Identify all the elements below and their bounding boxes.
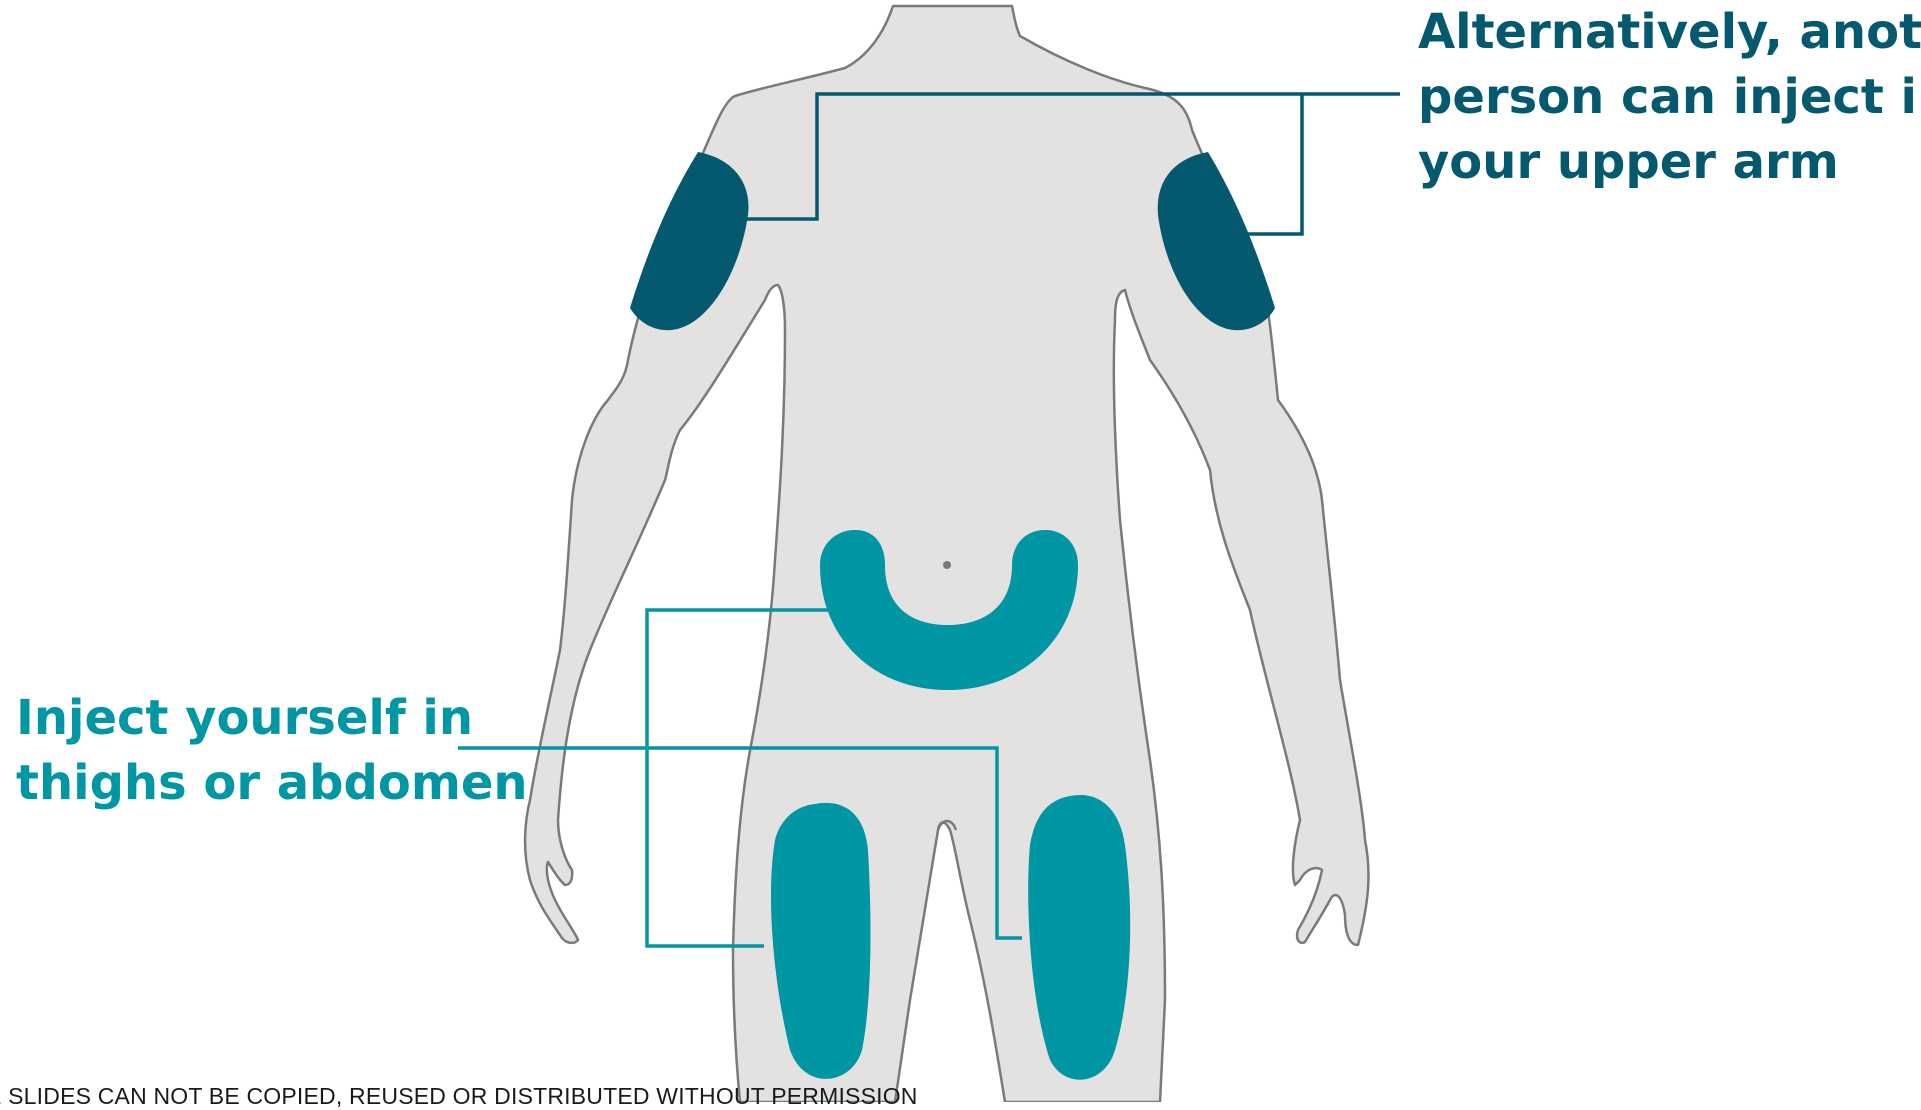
upper-arm-callout-line-3: your upper arm (1418, 130, 1921, 195)
upper-arm-callout-line-2: person can inject in (1418, 65, 1921, 130)
self-callout-line-1: Inject yourself in (16, 686, 528, 751)
copyright-footer: E SLIDES CAN NOT BE COPIED, REUSED OR DI… (0, 1083, 918, 1110)
navel (943, 561, 951, 569)
self-callout-line-2: thighs or abdomen (16, 751, 528, 816)
self-injection-callout: Inject yourself in thighs or abdomen (16, 686, 528, 816)
body-silhouette (525, 6, 1368, 1102)
upper-arm-callout-line-1: Alternatively, another (1418, 0, 1921, 65)
thigh-site-left-side (1028, 795, 1130, 1080)
upper-arm-callout: Alternatively, another person can inject… (1418, 0, 1921, 195)
